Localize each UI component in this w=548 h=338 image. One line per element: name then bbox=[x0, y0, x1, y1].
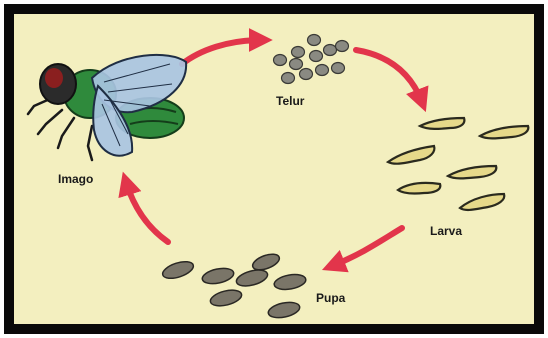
pupa-icon bbox=[209, 287, 243, 308]
stage-label-egg: Telur bbox=[276, 94, 304, 108]
pupa-group bbox=[161, 251, 307, 320]
arrow-adult-to-egg bbox=[182, 40, 262, 64]
larva-icon bbox=[420, 118, 464, 129]
pupa-icon bbox=[273, 272, 307, 291]
arrow-larva-to-pupa bbox=[332, 228, 402, 266]
larva-icon bbox=[398, 183, 440, 194]
stage-label-adult: Imago bbox=[58, 172, 93, 186]
arrow-egg-to-larva bbox=[356, 50, 422, 102]
pupa-icon bbox=[235, 267, 270, 289]
pupa-icon bbox=[161, 258, 196, 281]
stage-label-pupa: Pupa bbox=[316, 291, 345, 305]
pupa-icon bbox=[251, 251, 282, 273]
stage-label-larva: Larva bbox=[430, 224, 462, 238]
fly-icon bbox=[28, 55, 186, 160]
larva-icon bbox=[388, 146, 434, 164]
larva-group bbox=[388, 118, 528, 210]
pupa-icon bbox=[201, 266, 235, 286]
larva-icon bbox=[460, 194, 504, 210]
pupa-icon bbox=[267, 300, 301, 320]
larva-icon bbox=[448, 166, 496, 178]
arrow-pupa-to-adult bbox=[126, 182, 168, 242]
larva-icon bbox=[480, 126, 528, 138]
egg-cluster-icon bbox=[274, 35, 349, 84]
